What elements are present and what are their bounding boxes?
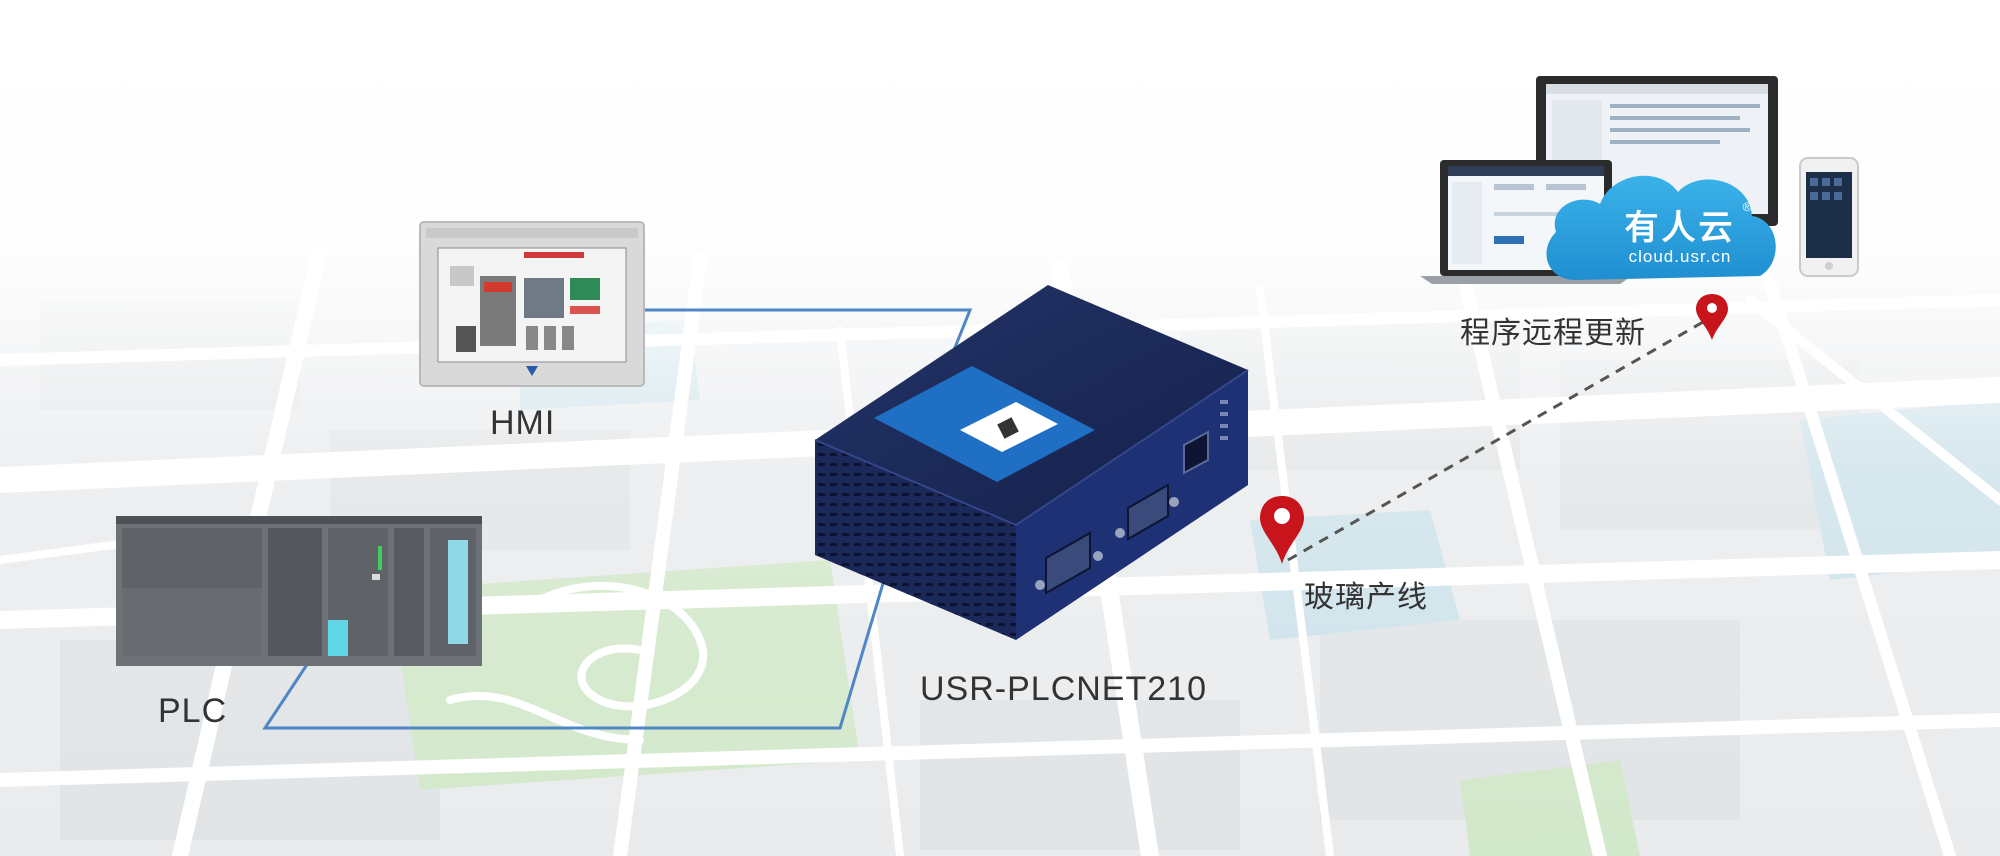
registered-mark: ® xyxy=(1742,200,1752,214)
cloud-dashed-line xyxy=(1287,316,1711,562)
connection-lines xyxy=(262,308,973,730)
gateway-label: USR-PLCNET210 xyxy=(920,670,1207,708)
gateway-device xyxy=(814,285,1249,640)
cloud-brand: 有人云 ® cloud.usr.cn xyxy=(1600,200,1760,267)
map-pin-icon xyxy=(1696,294,1728,340)
map-pin-icon xyxy=(1260,496,1304,564)
plc-device xyxy=(116,516,482,666)
hmi-device xyxy=(419,221,645,387)
phone xyxy=(1799,157,1859,277)
cloud-shape xyxy=(1546,175,1776,280)
remote-update-label: 程序远程更新 xyxy=(1460,316,1646,351)
ethernet-port xyxy=(1183,430,1209,475)
cloud-devices xyxy=(1420,76,1859,284)
hmi-label: HMI xyxy=(490,404,556,442)
plc-label: PLC xyxy=(158,692,228,730)
glass-line-label: 玻璃产线 xyxy=(1304,580,1428,615)
hmi-link-line xyxy=(640,308,973,361)
serial-port xyxy=(1045,483,1169,595)
plc-link-line xyxy=(262,559,892,730)
cloud-title: 有人云 xyxy=(1624,208,1736,248)
cloud-url: cloud.usr.cn xyxy=(1628,247,1732,266)
